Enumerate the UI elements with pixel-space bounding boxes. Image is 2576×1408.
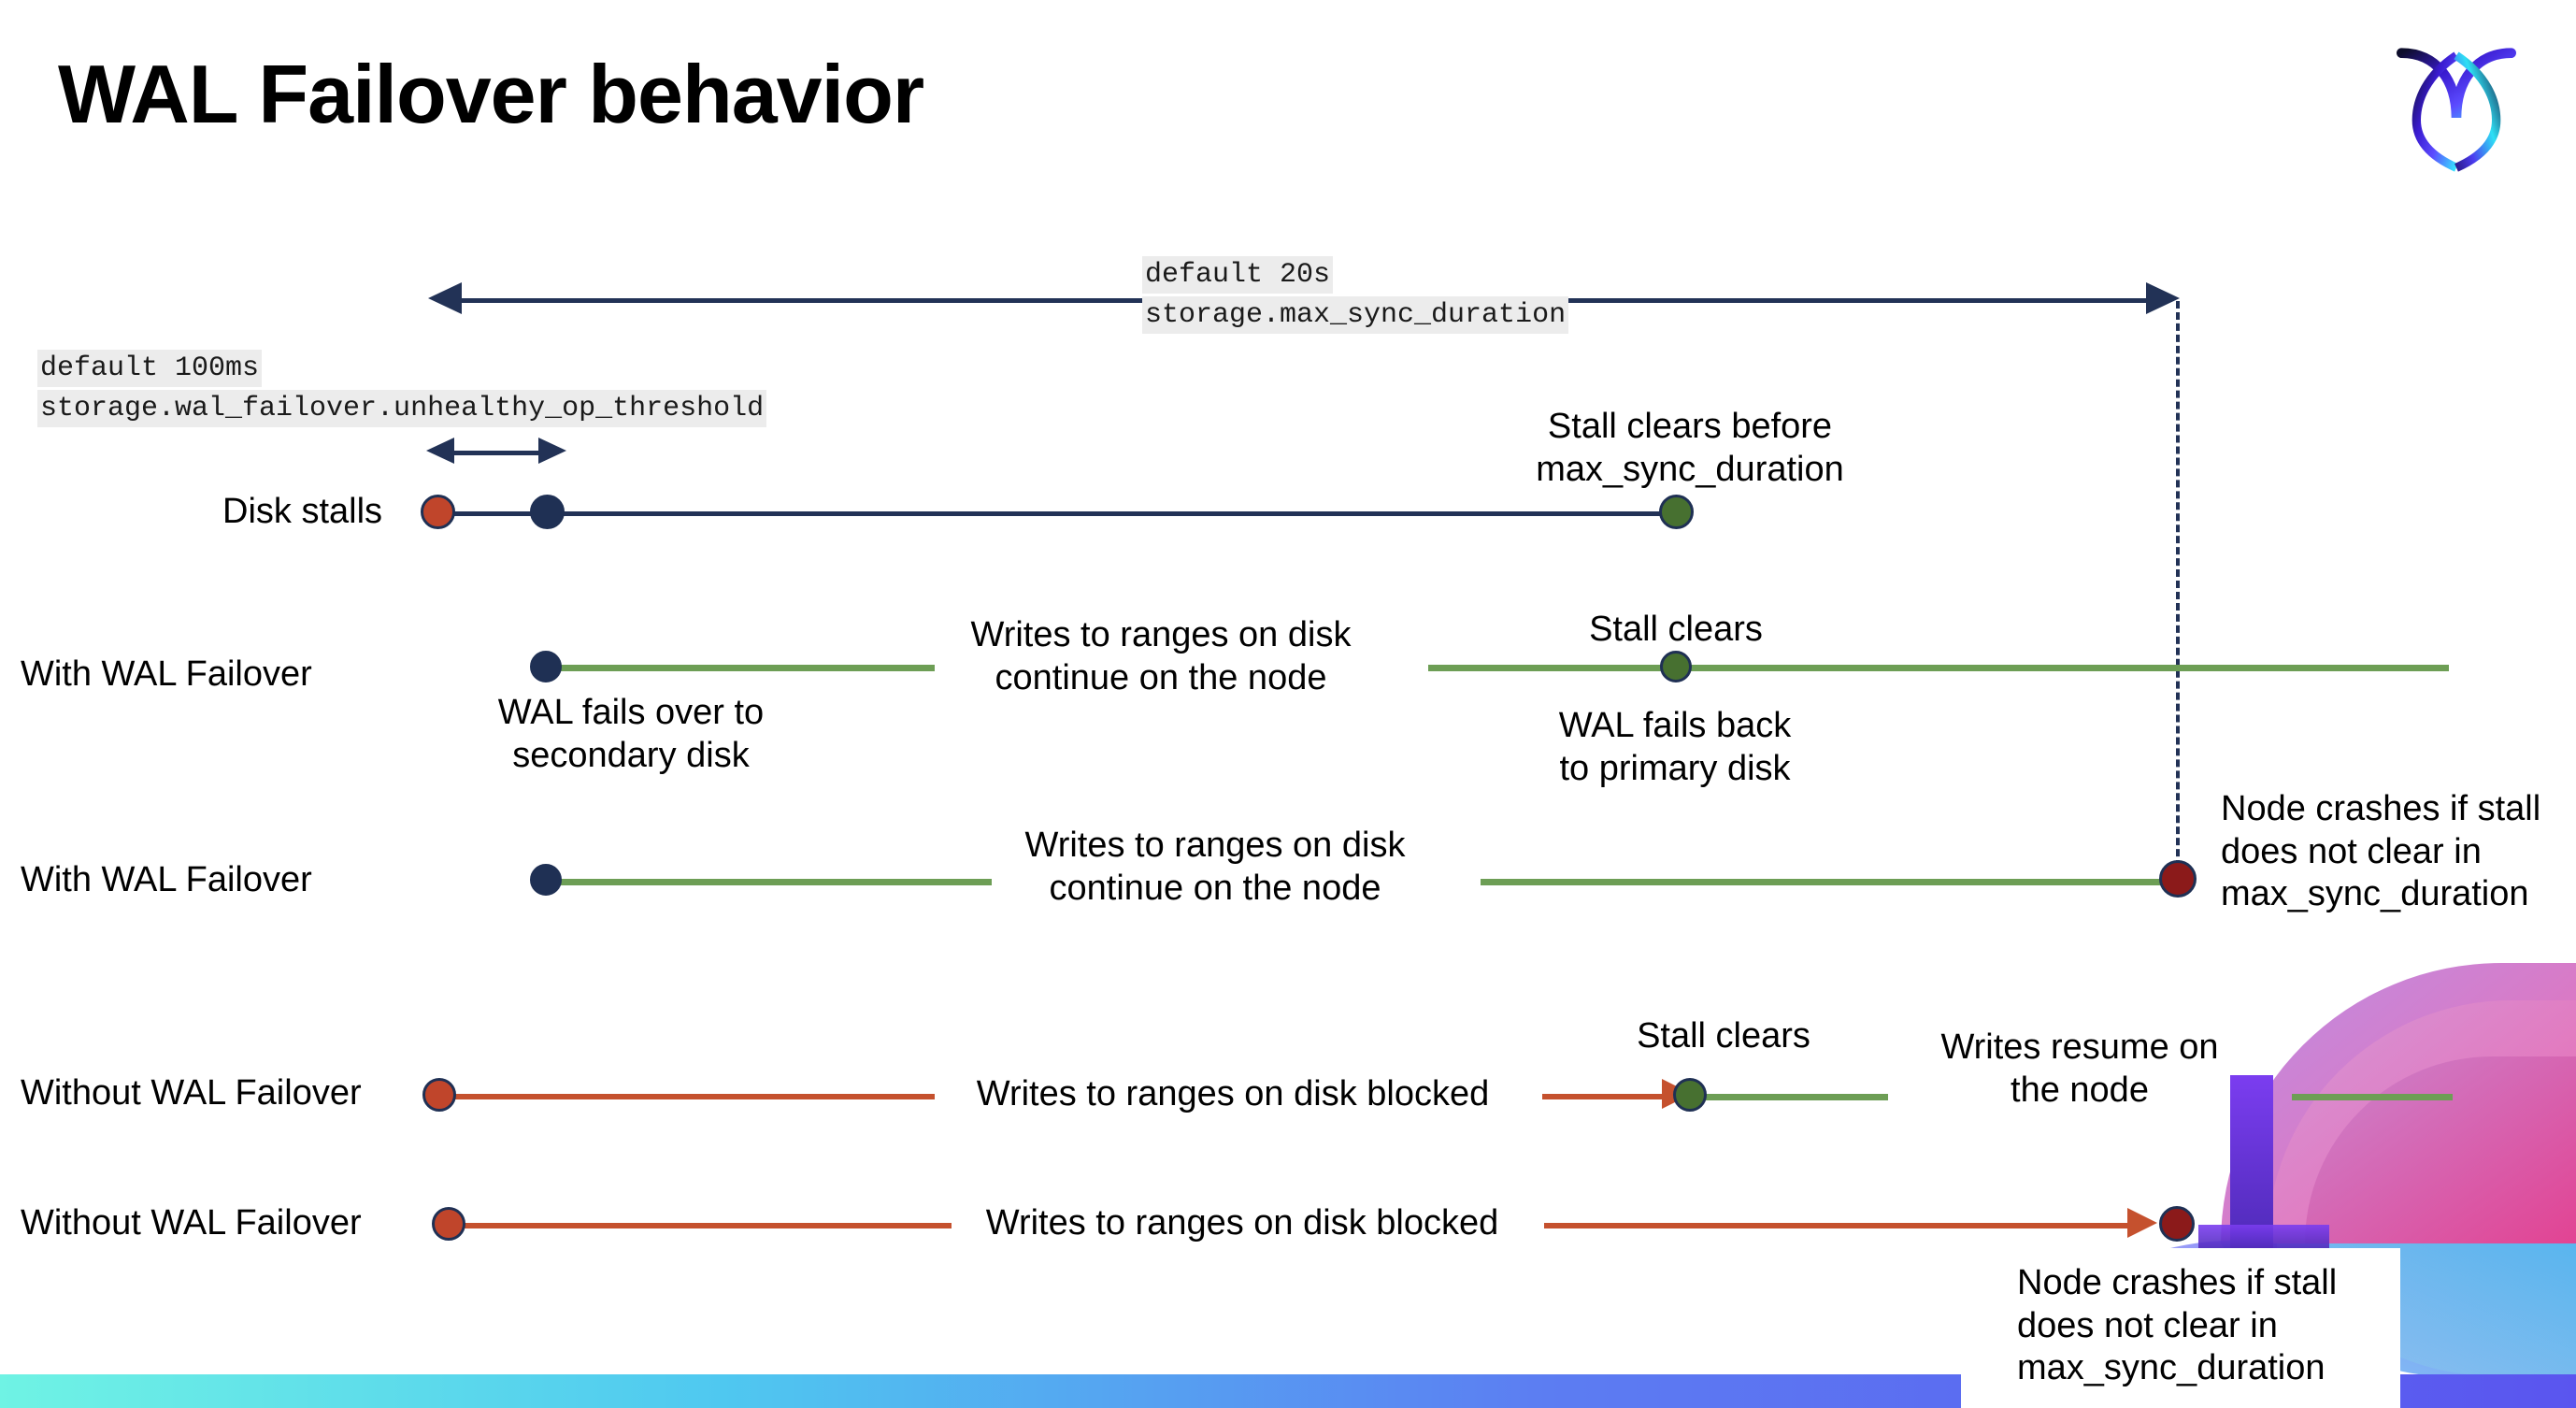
row-label-without-wal-failover-1: Without WAL Failover bbox=[21, 1073, 362, 1113]
max-sync-duration-guide-dashed-line bbox=[2176, 301, 2180, 879]
annotation-stall-clears-2: Stall clears bbox=[1589, 610, 1763, 649]
row-label-disk-stalls: Disk stalls bbox=[222, 492, 383, 531]
with-wal-failover-1-line-right bbox=[1428, 665, 2449, 671]
with-wal-failover-2-line-left bbox=[547, 879, 992, 885]
with-wal-failover-1-line-left bbox=[547, 665, 935, 671]
threshold-right-arrowhead bbox=[538, 438, 566, 464]
annotation-writes-continue-2: Writes to ranges on disk continue on the… bbox=[1024, 826, 1406, 908]
with-wal-failover-1-clear-dot bbox=[1660, 651, 1692, 682]
annotation-node-crashes-1: Node crashes if stall does not clear in … bbox=[2221, 789, 2541, 914]
without-wal-failover-2-crash-dot bbox=[2159, 1206, 2195, 1242]
annotation-node-crashes-2: Node crashes if stall does not clear in … bbox=[2017, 1263, 2338, 1388]
annotation-writes-blocked-2: Writes to ranges on disk blocked bbox=[985, 1203, 1499, 1243]
without-wal-failover-2-line-right bbox=[1544, 1223, 2131, 1228]
without-wal-failover-1-line-green bbox=[1699, 1094, 1888, 1100]
with-wal-failover-2-crash-dot bbox=[2159, 860, 2197, 898]
without-wal-failover-2-start-dot bbox=[432, 1207, 465, 1241]
row-label-with-wal-failover-2: With WAL Failover bbox=[21, 860, 312, 899]
without-wal-failover-1-start-dot bbox=[422, 1078, 456, 1112]
max-sync-duration-default-chip: default 20s bbox=[1142, 256, 1334, 295]
without-wal-failover-1-line-green-resume bbox=[2292, 1094, 2453, 1100]
row-label-without-wal-failover-2: Without WAL Failover bbox=[21, 1203, 362, 1243]
annotation-wal-fails-over: WAL fails over to secondary disk bbox=[497, 693, 765, 775]
annotation-stall-clears-before: Stall clears before max_sync_duration bbox=[1536, 407, 1844, 489]
without-wal-failover-2-line-left bbox=[447, 1223, 952, 1228]
disk-stalls-clear-dot bbox=[1659, 495, 1694, 529]
row-label-with-wal-failover-1: With WAL Failover bbox=[21, 654, 312, 694]
with-wal-failover-1-failover-dot bbox=[530, 651, 562, 682]
annotation-stall-clears-3: Stall clears bbox=[1637, 1016, 1810, 1056]
disk-stalls-start-dot bbox=[421, 495, 455, 529]
node-crash-callout-backdrop bbox=[1961, 1248, 2400, 1408]
annotation-writes-continue-1: Writes to ranges on disk continue on the… bbox=[970, 615, 1352, 697]
unhealthy-op-threshold-setting-chip: storage.wal_failover.unhealthy_op_thresh… bbox=[37, 390, 767, 428]
disk-stalls-failover-dot bbox=[530, 495, 565, 529]
without-wal-failover-2-arrowhead bbox=[2127, 1208, 2157, 1238]
without-wal-failover-1-clear-dot bbox=[1673, 1078, 1707, 1112]
threshold-span-line bbox=[452, 451, 540, 455]
page-title: WAL Failover behavior bbox=[58, 48, 924, 140]
without-wal-failover-1-line-left bbox=[437, 1094, 935, 1099]
cockroachdb-logo-icon bbox=[2382, 28, 2531, 178]
annotation-wal-fails-back: WAL fails back to primary disk bbox=[1558, 706, 1792, 788]
unhealthy-op-threshold-default-chip: default 100ms bbox=[37, 350, 263, 388]
max-sync-duration-setting-chip: storage.max_sync_duration bbox=[1142, 296, 1569, 335]
without-wal-failover-1-line-mid bbox=[1542, 1094, 1666, 1099]
with-wal-failover-2-line-right bbox=[1481, 879, 2176, 885]
threshold-left-arrowhead bbox=[426, 438, 454, 464]
annotation-writes-blocked-1: Writes to ranges on disk blocked bbox=[976, 1074, 1490, 1113]
with-wal-failover-2-failover-dot bbox=[530, 864, 562, 896]
annotation-writes-resume: Writes resume on the node bbox=[1940, 1027, 2219, 1110]
disk-stalls-line bbox=[437, 511, 1677, 516]
max-sync-left-arrowhead bbox=[428, 282, 462, 314]
max-sync-right-arrowhead bbox=[2146, 282, 2180, 314]
